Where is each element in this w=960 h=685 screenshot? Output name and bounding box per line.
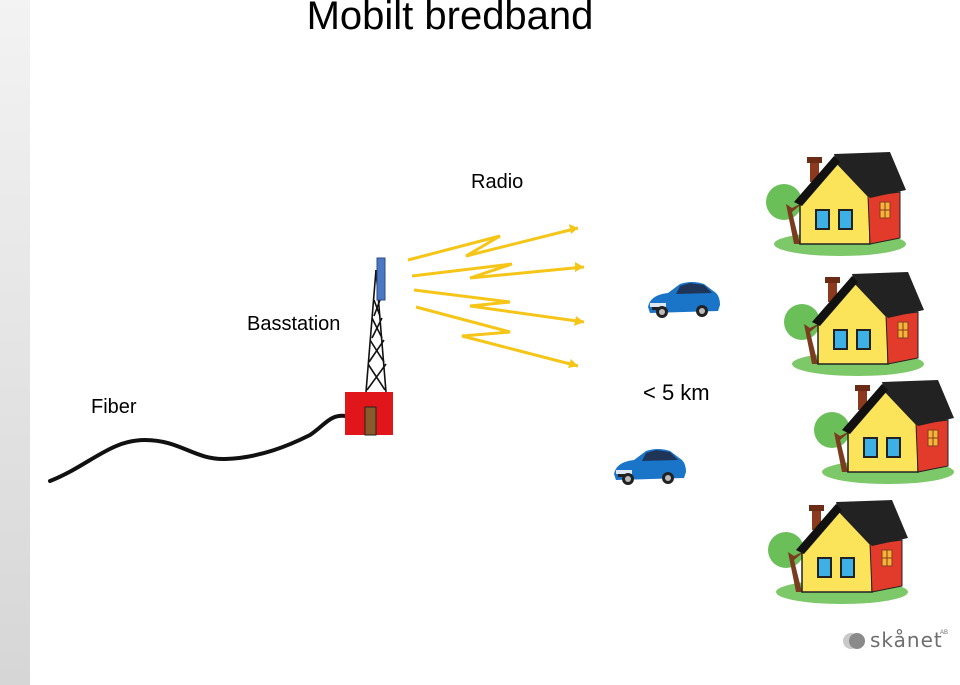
logo-mark-icon [843, 633, 865, 649]
basstation-label: Basstation [247, 313, 341, 335]
logo-text: skånet [870, 628, 943, 652]
house-icon [765, 151, 907, 257]
house-icon [767, 499, 909, 605]
car-icon [614, 449, 686, 485]
station-door [364, 406, 377, 436]
fiber-cable [48, 413, 348, 483]
antenna-panel [376, 257, 386, 301]
fiber-label: Fiber [91, 396, 137, 418]
logo-suffix: AB [940, 630, 949, 636]
distance-label: < 5 km [643, 380, 710, 405]
skanet-logo: skånet AB [842, 628, 950, 654]
radio-label: Radio [471, 171, 524, 193]
house-icon [783, 271, 925, 377]
radio-wave-icon [407, 226, 585, 368]
side-decor-strip [0, 0, 30, 685]
page-title: Mobilt bredband [306, 0, 594, 38]
house-icon [813, 379, 955, 485]
car-icon [648, 282, 720, 318]
